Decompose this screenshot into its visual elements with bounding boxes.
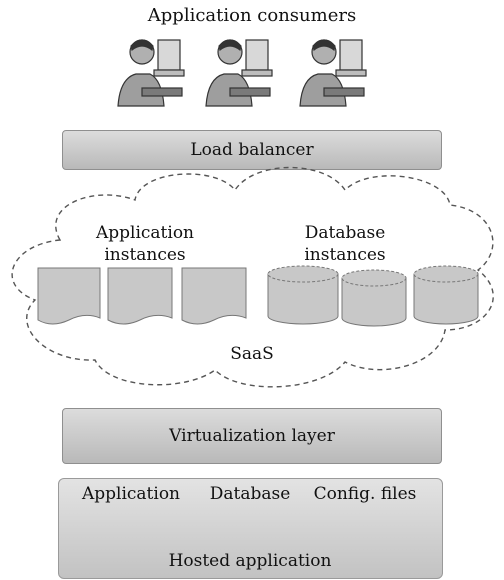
consumers-title: Application consumers (147, 5, 357, 26)
hosted-application-box (58, 478, 443, 579)
app-instance-doc (37, 267, 101, 325)
db-instance-cylinder (341, 277, 407, 327)
app-instance-doc (107, 267, 173, 325)
app-instance-doc (181, 267, 247, 325)
db-instance-cylinder (413, 273, 479, 325)
application-label: Application (81, 484, 181, 504)
virtualization-layer-label: Virtualization layer (169, 426, 335, 446)
user-icon (299, 39, 367, 107)
load-balancer-bar: Load balancer (62, 130, 442, 170)
user-icon (205, 39, 273, 107)
hosted-application-title: Hosted application (168, 551, 332, 571)
db-instances-label: Database instances (304, 223, 386, 265)
user-icon (117, 39, 185, 107)
config-files-label: Config. files (313, 484, 417, 504)
app-instances-label: Application instances (95, 223, 195, 265)
saas-label: SaaS (230, 344, 274, 364)
load-balancer-label: Load balancer (190, 140, 314, 160)
db-instance-cylinder (267, 273, 339, 325)
database-label: Database (209, 484, 291, 504)
virtualization-layer-bar: Virtualization layer (62, 408, 442, 464)
